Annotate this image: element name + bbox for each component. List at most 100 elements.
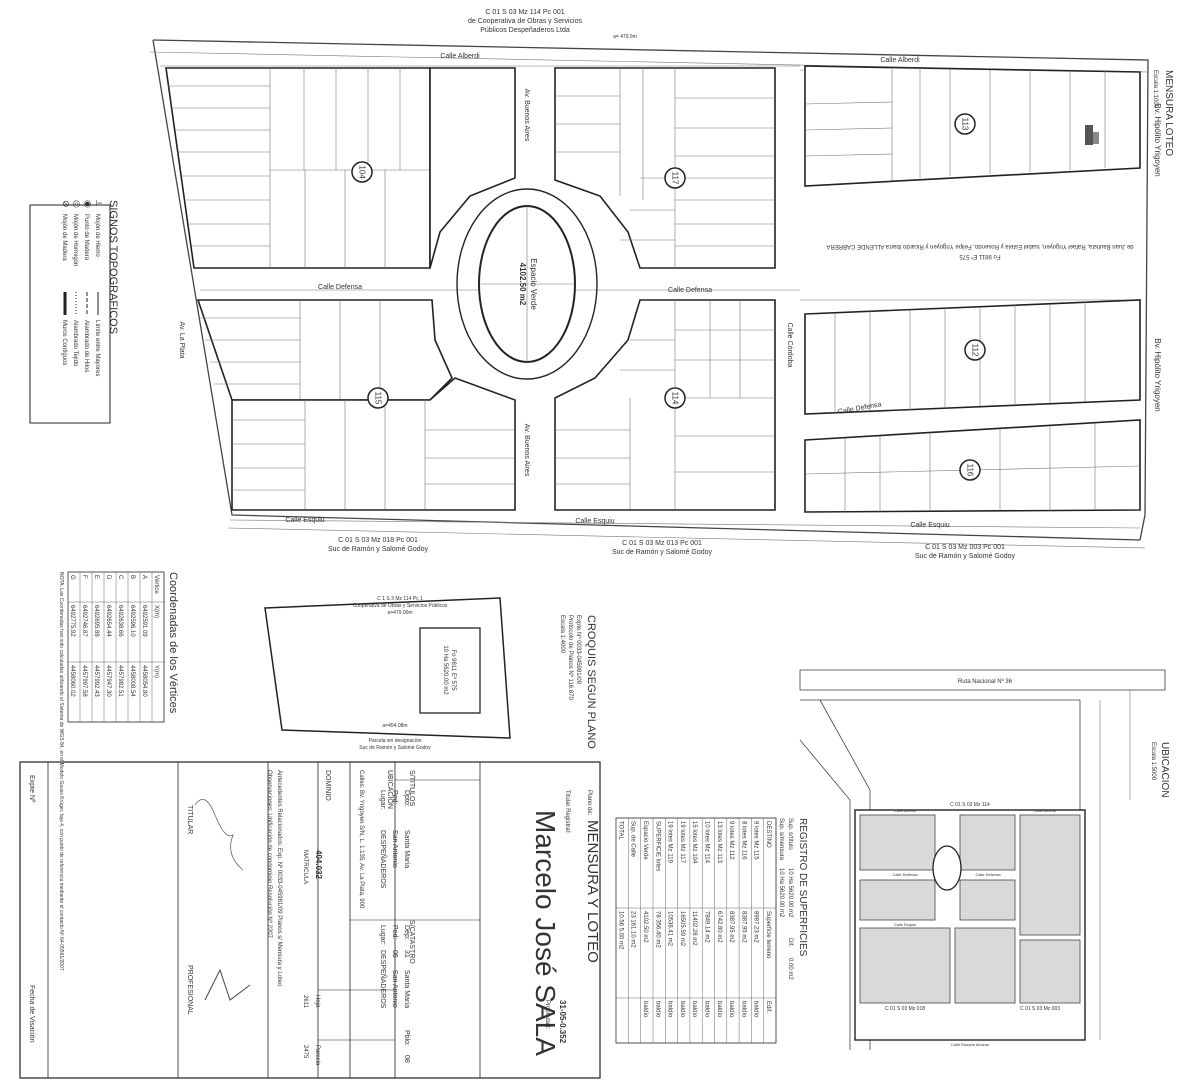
coordenadas-cell: D (105, 575, 111, 580)
street-yrigoyen-top: Bv. Hipólito Yrigoyen (1153, 103, 1162, 177)
street-esquiu-left: Calle Esquiu (285, 517, 324, 524)
block-104 (165, 67, 431, 269)
block-number-114: 114 (671, 392, 680, 405)
registro-cell: baldío (740, 1001, 746, 1018)
bottom-parcel-owner-1: Suc de Ramón y Salomé Godoy (328, 546, 428, 553)
ubicacion-parcel-right: C 01 S 03 Mz 003 (1020, 1006, 1060, 1012)
ubicacion-scale: Escala 1:5000 (1150, 742, 1156, 781)
registro-cell: Sup. de Calle (630, 821, 636, 858)
street-buenos-aires-bottom: Av. Buenos Aires (523, 424, 530, 477)
ubicacion-street-1: Calle Alberdi (894, 808, 917, 813)
title-block: Expte Nº Fecha de Visación TITULAR PROFE… (19, 761, 601, 1079)
registro-cell: 78 356.40 m2 (654, 911, 660, 948)
cajetin-lugar-catastro: DESPEÑADEROS (379, 950, 388, 1009)
registro-cell: 10538.41 m2 (667, 911, 673, 947)
bottom-parcel-owner-2: Suc de Ramón y Salomé Godoy (612, 549, 712, 556)
plaza-outer-ring (456, 188, 598, 380)
registro-cell: TOTAL (617, 821, 623, 840)
ubicacion-parcel-left: C 01 S 03 Mz 018 (885, 1006, 925, 1012)
croquis-bottom-owner-1: Parcela sin designación (369, 738, 422, 744)
croquis-bottom-dimension: a=454.08m (382, 723, 407, 729)
registro-cell: 9 lotes Mz 115 (753, 821, 759, 860)
registro-cell: baldío (728, 1001, 734, 1018)
registro-cell: baldío (679, 1001, 685, 1018)
top-dimension: a= 479.9m (613, 34, 637, 40)
block-117 (554, 67, 776, 269)
registro-header-cell: Edif. (765, 1001, 771, 1013)
cajetin-titular-label: Titular Registral: (564, 790, 570, 834)
registro-sup-mensura-label: Sup. s/mensura (778, 818, 784, 861)
ubicacion-street-5: Calle Alberdi (1034, 808, 1057, 813)
coordenadas-header-cell: Vértice (153, 575, 159, 594)
top-parcel-code: C 01 S 03 Mz 114 Pc 001 (485, 9, 564, 16)
registro-cell: Espacio Verde (642, 821, 648, 860)
ubicacion-street-3: Calle Esquiu (894, 922, 916, 927)
cajetin-pblo-number: 08 (403, 1055, 410, 1063)
registro-cell: baldío (642, 1001, 648, 1018)
street-yrigoyen-mid: Bv. Hipólito Yrigoyen (1153, 338, 1162, 412)
cajetin-dep-label: Dep: (403, 925, 410, 940)
cajetin-fecha-label: Fecha de Visación (28, 985, 35, 1043)
block-104-east (429, 67, 516, 269)
registro-cell: baldío (691, 1001, 697, 1018)
croquis-top-owner-1: C 1 S 3 Mz 114 Pc 1 (377, 596, 423, 602)
ubicacion-street-6: Calle Defensa (975, 872, 1001, 877)
signos-label-3: Mojón de Hormigón (72, 214, 78, 266)
mensura-title: MENSURA LOTEO (1163, 70, 1174, 156)
croquis-expte: Expte Nº 0033-045981/09 (575, 615, 582, 685)
cajetin-ped-number-label: Ped: (391, 925, 398, 939)
bottom-parcel-code-1: C 01 S 03 Mz 018 Pc 001 (338, 537, 418, 544)
registro-cell: 8387.95 m2 (728, 911, 734, 943)
cajetin-parcela-label: Parcela (314, 1045, 320, 1066)
cajetin-propiedad-value: 31-05-0.352 (558, 1000, 567, 1044)
coordenadas-note: NOTA: Las Coordenadas han sido calculada… (58, 572, 64, 971)
cajetin-hoja: 2611 (302, 995, 308, 1009)
block-number-115: 115 (374, 392, 383, 405)
croquis-title: CROQUIS SEGUN PLANO (585, 615, 597, 749)
cajetin-s-catastro: S/CATASTRO (408, 920, 415, 964)
bottom-parcel-code-3: C 01 S 03 Mz 003 Pc 001 (925, 544, 1005, 551)
coordenadas-cell: B (129, 575, 135, 579)
croquis-scale: Escala 1:4000 (559, 615, 565, 654)
coordenadas-cell: 4457947.30 (105, 665, 111, 697)
cajetin-lugar-label-catastro: Lugar: (379, 925, 386, 945)
registro-title: REGISTRO DE SUPERFICIES (797, 818, 808, 957)
cajetin-titular-column: TITULAR (186, 805, 193, 834)
coordenadas-cell: 6492654.44 (105, 605, 111, 637)
croquis-inner-area: 10 Ha 5620.00 m2 (442, 645, 448, 695)
coordenadas-header-cell: Y(m) (153, 665, 159, 678)
registro-header-cell: Superficie terreno (765, 911, 771, 959)
registro-cell: 10 lotes Mz 114 (704, 821, 710, 864)
coordenadas-table: Coordenadas de los Vértices VérticeX(m)Y… (58, 571, 179, 971)
block-number-112: 112 (971, 344, 980, 357)
cajetin-pblo-label: Pblo: (403, 1030, 410, 1046)
cajetin-dpto-label: Dpto: (403, 790, 410, 807)
cajetin-plano-de: Plano de: (586, 790, 592, 816)
coordenadas-cell: C (117, 575, 123, 580)
cajetin-ped-label: Ped: (391, 790, 398, 804)
signos-label-1: Mojón de Hierro (94, 214, 100, 257)
outer-boundary-top-right (152, 39, 1149, 541)
street-buenos-aires-top: Av. Buenos Aires (523, 89, 530, 142)
block-114 (554, 299, 776, 511)
coordenadas-cell: 4457982.51 (117, 665, 123, 697)
outer-boundary-left-bottom (152, 39, 1141, 541)
coordenadas-cell: 6492591.09 (141, 605, 147, 637)
coordenadas-cell: 6492695.88 (93, 605, 99, 637)
cajetin-dep-number: 31 (403, 950, 410, 958)
ubicacion-street-4: Calle Rosario Alcaraz (951, 1042, 989, 1047)
registro-cell: baldío (667, 1001, 673, 1018)
cajetin-ubicacion-heading: UBICACION (386, 770, 393, 809)
registro-cell: baldío (654, 1001, 660, 1018)
registro-cell: 6742.80 m2 (716, 911, 722, 943)
coordenadas-cell: 4457997.58 (81, 665, 87, 697)
registro-cell: baldío (753, 1001, 759, 1018)
croquis-inner-ref: Fo 9811 Eº 575 (450, 649, 457, 691)
street-defensa-center: Calle Defensa (668, 287, 712, 294)
signos-symbol-1: ⟂ (94, 200, 104, 206)
registro-cell: 9 lotes Mz 112 (728, 821, 734, 860)
block-numbers: 104 117 113 112 115 114 116 (351, 113, 986, 481)
registro-sup-titulo: 10 Ha 5620.00 m2 (787, 868, 793, 918)
street-alberdi-left: Calle Alberdi (440, 53, 480, 60)
signos-symbol-3: ◎ (72, 200, 82, 208)
